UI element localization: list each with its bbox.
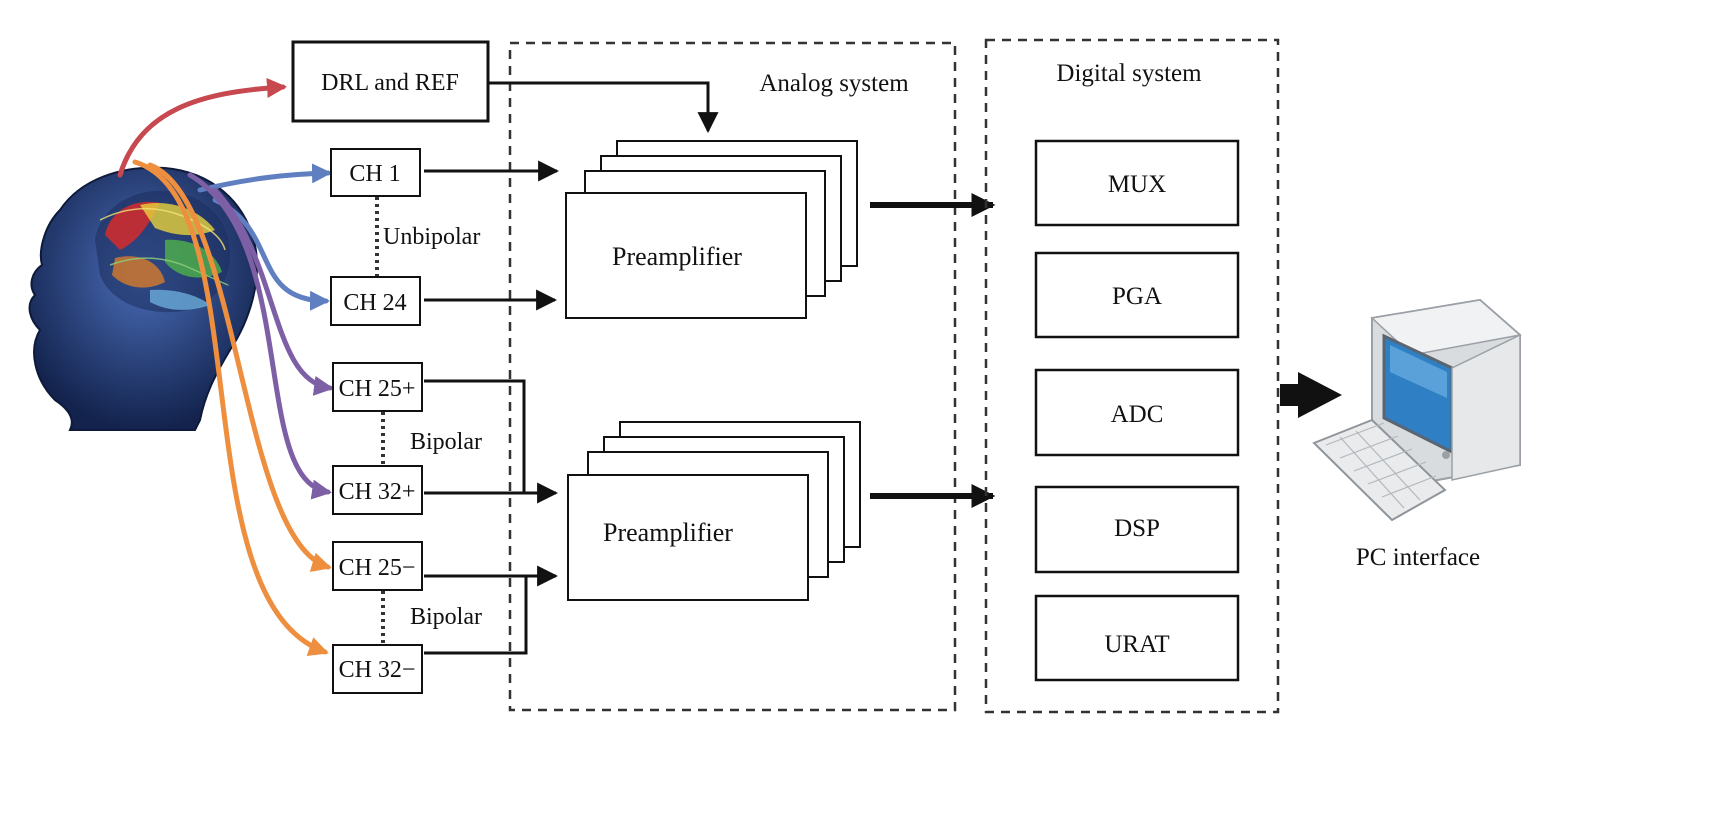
adc-label: ADC — [1111, 401, 1164, 428]
analog-system-title: Analog system — [759, 70, 909, 97]
wire-drl-ref — [117, 77, 287, 178]
drl-ref-box: DRL and REF — [291, 40, 490, 123]
preamp-bottom-label: Preamplifier — [603, 518, 733, 547]
bipolar-label-1: Bipolar — [410, 429, 482, 455]
ch25p-box: CH 25+ — [332, 362, 423, 412]
analog-system-frame — [508, 41, 957, 712]
arrow-ch32m — [424, 576, 528, 655]
ch24-label: CH 24 — [343, 290, 406, 316]
digital-block-urat: URAT — [1034, 594, 1240, 682]
wire-ch1 — [197, 163, 332, 193]
preamp-top-label: Preamplifier — [612, 242, 742, 271]
mux-label: MUX — [1108, 171, 1166, 198]
electrode-wires — [117, 77, 334, 656]
digital-block-adc: ADC — [1034, 368, 1240, 457]
ch24-box: CH 24 — [330, 276, 421, 326]
signal-arrows — [424, 81, 719, 655]
digital-system-title: Digital system — [1056, 60, 1202, 87]
channel-dotted-links — [375, 197, 385, 644]
arrow-digital-to-pc — [1280, 372, 1342, 418]
ch1-box: CH 1 — [330, 148, 421, 197]
pga-label: PGA — [1112, 283, 1162, 310]
pc-computer-icon — [1312, 298, 1522, 522]
ch32p-box: CH 32+ — [332, 465, 423, 515]
pc-interface-label: PC interface — [1356, 544, 1480, 571]
digital-block-mux: MUX — [1034, 139, 1240, 227]
drl-ref-label: DRL and REF — [321, 70, 459, 96]
arrow-drl-ref — [489, 81, 719, 134]
ch25p-label: CH 25+ — [339, 376, 416, 402]
dsp-label: DSP — [1114, 515, 1160, 542]
ch25m-box: CH 25− — [332, 541, 423, 591]
urat-label: URAT — [1104, 631, 1169, 658]
ch25m-label: CH 25− — [339, 555, 416, 581]
preamp-stack-bottom — [567, 421, 861, 601]
ch32m-label: CH 32− — [339, 657, 416, 683]
wire-ch32p — [187, 172, 332, 500]
unbipolar-label: Unbipolar — [383, 224, 480, 250]
ch32p-label: CH 32+ — [339, 479, 416, 505]
arrow-ch25p — [424, 379, 526, 493]
ch1-label: CH 1 — [349, 161, 400, 187]
wire-ch25m — [147, 162, 332, 572]
wire-ch32m — [132, 159, 329, 656]
preamp-stack-top — [565, 140, 858, 319]
wire-ch25p — [212, 187, 334, 396]
digital-block-pga: PGA — [1034, 251, 1240, 339]
digital-system-frame — [984, 38, 1280, 714]
bipolar-label-2: Bipolar — [410, 604, 482, 630]
digital-block-dsp: DSP — [1034, 485, 1240, 574]
ch32m-box: CH 32− — [332, 644, 423, 694]
